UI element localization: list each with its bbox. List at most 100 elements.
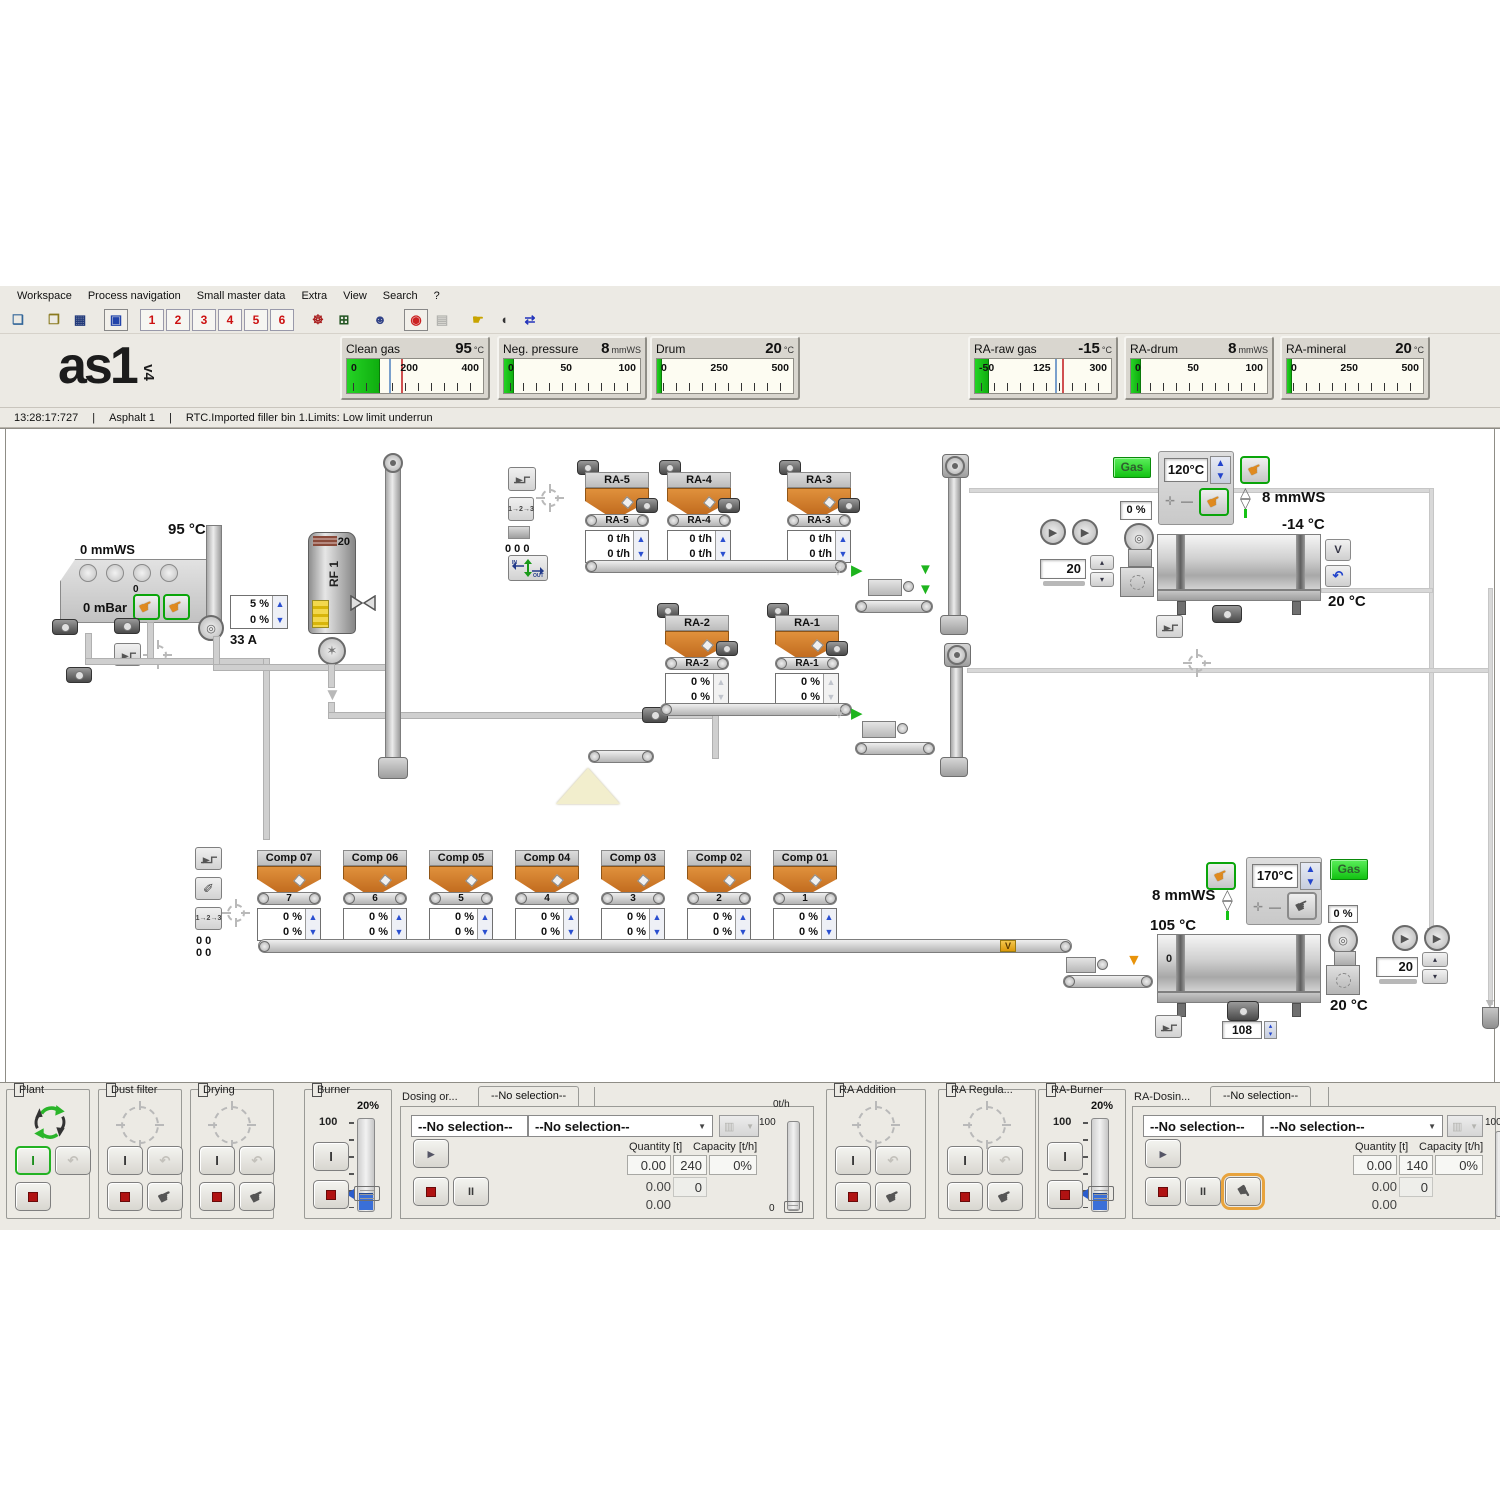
stop-button[interactable] (107, 1182, 143, 1211)
manual-hand-button[interactable]: ☛ (239, 1182, 275, 1211)
in-out-transfer-icon[interactable]: IN OUT (508, 555, 548, 581)
print-icon[interactable]: ▤ (430, 308, 454, 331)
belt-weigher-marker[interactable]: V (1000, 940, 1016, 952)
manual-takeover-button-selected[interactable]: ☛ (1221, 1173, 1265, 1210)
main-collecting-conveyor[interactable] (258, 939, 1072, 953)
feed-rate-spinner[interactable]: 0 t/h 0 t/h ▲ ▼ (585, 530, 649, 563)
vent-button[interactable]: V (1325, 539, 1351, 561)
motor-icon[interactable] (52, 619, 78, 635)
ra-hopper-unit[interactable]: RA-5 RA-5 0 t/h 0 t/h (577, 460, 658, 564)
recipe-select[interactable]: --No selection-- (411, 1115, 528, 1137)
filler-silo-rf1[interactable]: 20 RF 1 (308, 532, 356, 634)
menu-search[interactable]: Search (382, 290, 418, 302)
hopper-funnel[interactable] (601, 866, 665, 893)
sequence-icon[interactable]: 1→2→3 (195, 907, 222, 930)
ra-elevator[interactable] (948, 475, 961, 620)
dosing-conveyor[interactable]: 4 (515, 892, 579, 905)
screen-5-icon[interactable]: 5 (244, 308, 268, 331)
dosing-conveyor[interactable]: RA-3 (787, 514, 851, 527)
undo-button[interactable]: ↶ (987, 1146, 1023, 1175)
sync-icon[interactable]: ⇄ (518, 308, 542, 331)
comp-hopper-unit[interactable]: Comp 06 6 0 % 0 % ▲ (343, 850, 407, 942)
stop-button[interactable] (947, 1182, 983, 1211)
overview-screen-icon[interactable]: ▣ (104, 308, 128, 331)
new-window-icon[interactable]: ❏ (6, 308, 30, 331)
undo-button[interactable]: ↶ (147, 1146, 183, 1175)
dosing-conveyor[interactable]: 7 (257, 892, 321, 905)
hopper-funnel[interactable] (429, 866, 493, 893)
user-login-icon[interactable]: ☻ (368, 308, 392, 331)
feed-rate-spinner[interactable]: 0 t/h 0 t/h ▲ ▼ (787, 530, 851, 563)
drying-drum[interactable] (1157, 534, 1321, 590)
start-button[interactable]: I (15, 1146, 51, 1175)
drum-drive-mot[interactable] (1212, 605, 1242, 623)
dosing-conveyor[interactable]: 3 (601, 892, 665, 905)
fuel-pump[interactable]: ▶ (1424, 925, 1450, 951)
ra-drying-drum[interactable]: 0 (1157, 934, 1321, 992)
stop-button[interactable] (835, 1182, 871, 1211)
transfer-conveyor[interactable] (855, 742, 935, 755)
fuel-flow-display[interactable]: 20 (1376, 957, 1418, 977)
slider-thumb[interactable] (784, 1201, 803, 1213)
comp-hopper-unit[interactable]: Comp 03 3 0 % 0 % ▲ (601, 850, 665, 942)
feed-rate-spinner[interactable]: 0 % 0 % ▲ ▼ (429, 908, 493, 941)
start-button[interactable]: I (835, 1146, 871, 1175)
ra-hopper-unit[interactable]: RA-2 RA-2 0 % 0 % (657, 603, 738, 707)
capacity-slider[interactable] (1495, 1131, 1500, 1217)
menu-small-master-data[interactable]: Small master data (196, 290, 286, 302)
vibro-feeder[interactable] (1066, 957, 1096, 973)
silo-valve-icon[interactable] (350, 595, 376, 611)
menu-help[interactable]: ? (433, 290, 440, 302)
hopper-funnel[interactable] (515, 866, 579, 893)
dust-filter-housing[interactable]: 0 0 mBar ☛ ☛ (60, 559, 212, 623)
screen-3-icon[interactable]: 3 (192, 308, 216, 331)
recipe-icon-select[interactable]: ▥▼ (1447, 1115, 1483, 1137)
tab-no-selection[interactable]: --No selection-- (1210, 1086, 1312, 1106)
calculator-icon[interactable]: ⊞ (332, 308, 356, 331)
stop-button[interactable] (413, 1177, 449, 1206)
damper-percent-display[interactable]: 0 % (1120, 501, 1152, 520)
speaker-icon[interactable]: ◖ (492, 308, 516, 331)
reverse-button[interactable]: ↶ (1325, 565, 1351, 587)
valve-tool-icon[interactable]: ☸ (306, 308, 330, 331)
menu-workspace[interactable]: Workspace (17, 290, 72, 302)
ra-hopper-unit[interactable]: RA-4 RA-4 0 t/h 0 t/h (659, 460, 740, 564)
capacity-slider[interactable] (787, 1121, 800, 1211)
feed-rate-spinner[interactable]: 0 % 0 % ▲ ▼ (687, 908, 751, 941)
burner-head[interactable] (1326, 965, 1360, 995)
recipe-icon-select[interactable]: ▥▼ (719, 1115, 759, 1137)
undo-button[interactable]: ↶ (55, 1146, 91, 1175)
manual-hand-button[interactable]: ☛ (1199, 488, 1229, 516)
exhaust-fan[interactable]: ◎ (198, 615, 224, 641)
manual-hand-button[interactable]: ☛ (1240, 456, 1270, 484)
manual-hand-button[interactable]: ☛ (163, 594, 190, 620)
save-icon[interactable]: ▦ (68, 308, 92, 331)
play-button[interactable]: ▸ (1145, 1139, 1181, 1168)
dosing-conveyor[interactable]: 5 (429, 892, 493, 905)
damper-lever-icon[interactable] (195, 847, 222, 870)
spin-up-icon[interactable]: ▲ (275, 599, 285, 609)
feed-rate-spinner[interactable]: 0 % 0 % ▲ ▼ (775, 673, 839, 706)
slider-thumb[interactable] (1080, 1186, 1114, 1201)
feed-rate-spinner[interactable]: 0 % 0 % ▲ ▼ (343, 908, 407, 941)
speed-spinner[interactable]: ▴▾ (1264, 1021, 1277, 1039)
damper-percent-display[interactable]: 0 % (1328, 905, 1358, 923)
comp-hopper-unit[interactable]: Comp 07 7 0 % 0 % ▲ (257, 850, 321, 942)
manual-hand-button[interactable]: ☛ (987, 1182, 1023, 1211)
vibro-feeder[interactable] (862, 721, 896, 738)
undo-button[interactable]: ↶ (875, 1146, 911, 1175)
dosing-conveyor[interactable]: RA-2 (665, 657, 729, 670)
ra-hopper-unit[interactable]: RA-1 RA-1 0 % 0 % (767, 603, 848, 707)
temp-setpoint-display[interactable]: 120°C (1164, 458, 1208, 482)
pause-button[interactable]: II (453, 1177, 489, 1206)
drum-feed-conveyor[interactable] (1063, 975, 1153, 988)
motor-icon[interactable] (114, 618, 140, 634)
scraper-icon[interactable]: ✐ (195, 877, 222, 900)
menu-view[interactable]: View (343, 290, 367, 302)
screen-2-icon[interactable]: 2 (166, 308, 190, 331)
screen-6-icon[interactable]: 6 (270, 308, 294, 331)
tab-no-selection[interactable]: --No selection-- (478, 1086, 580, 1106)
flow-up-button[interactable]: ▴ (1422, 952, 1448, 967)
stop-button[interactable] (1047, 1180, 1083, 1209)
dosing-conveyor[interactable]: 1 (773, 892, 837, 905)
